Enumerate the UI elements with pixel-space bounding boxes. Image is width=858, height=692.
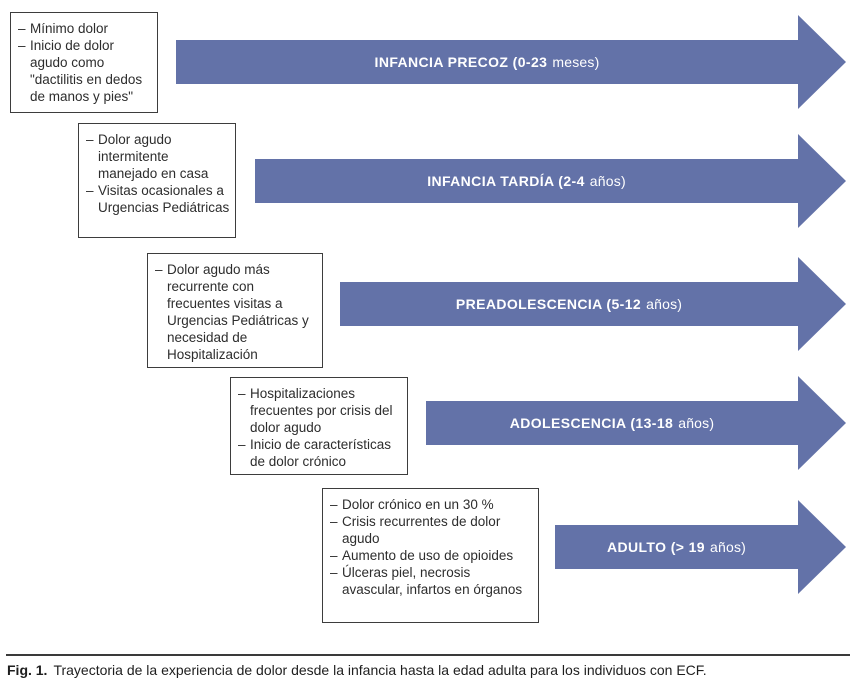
stage-label-main: INFANCIA TARDÍA (2-4 [427,173,585,189]
bullet-item: –Crisis recurrentes de dolor agudo [330,513,534,547]
bullet-item: –Dolor crónico en un 30 % [330,496,534,513]
bullet-item: –Visitas ocasionales a Urgencias Pediátr… [86,182,231,216]
bullet-dash: – [330,497,338,512]
stage-1-arrow [176,15,846,109]
bullet-text: Mínimo dolor [30,21,109,36]
bullet-dash: – [155,262,163,277]
bullet-item: –Mínimo dolor [18,20,153,37]
stage-4-notes-box: –Hospitalizaciones frecuentes por crisis… [230,377,408,475]
stage-label-main: PREADOLESCENCIA (5-12 [455,296,642,312]
stage-label-unit: años) [646,296,683,312]
bullet-dash: – [238,386,246,401]
bullet-text: Hospitalizaciones frecuentes por crisis … [250,386,393,435]
caption-text: Trayectoria de la experiencia de dolor d… [53,662,707,678]
stage-label-unit: años) [710,539,747,555]
bullet-item: –Dolor agudo intermitente manejado en ca… [86,131,231,182]
stage-2-notes-box: –Dolor agudo intermitente manejado en ca… [78,123,236,238]
stage-5-arrow-label: ADULTO (> 19 años) [555,525,798,569]
bullet-item: –Aumento de uso de opioides [330,547,534,564]
bullet-text: Dolor agudo más recurrente con frecuente… [167,262,309,362]
stage-label-main: ADOLESCENCIA (13-18 [509,415,674,431]
bullet-item: –Hospitalizaciones frecuentes por crisis… [238,385,403,436]
stage-5-arrow [555,500,846,594]
stage-5-notes-box: –Dolor crónico en un 30 % –Crisis recurr… [322,488,539,623]
bullet-text: Aumento de uso de opioides [342,548,514,563]
bullet-text: Inicio de características de dolor cróni… [250,437,392,469]
bullet-text: Inicio de dolor agudo como "dactilitis e… [30,38,143,104]
bullet-dash: – [238,437,246,452]
bullet-text: Úlceras piel, necrosis avascular, infart… [342,565,523,597]
stage-label-main: INFANCIA PRECOZ (0-23 [374,54,548,70]
bullet-item: –Inicio de características de dolor crón… [238,436,403,470]
bullet-dash: – [86,183,94,198]
bullet-item: –Úlceras piel, necrosis avascular, infar… [330,564,534,598]
stage-label-unit: años) [678,415,715,431]
stage-3-notes-box: –Dolor agudo más recurrente con frecuent… [147,253,323,368]
bullet-text: Visitas ocasionales a Urgencias Pediátri… [98,183,230,215]
bullet-dash: – [330,514,338,529]
caption-label: Fig. 1. [7,662,48,678]
caption-rule [6,654,850,656]
stage-2-arrow [255,134,846,228]
stage-label-unit: meses) [552,54,600,70]
stage-1-notes-box: –Mínimo dolor –Inicio de dolor agudo com… [10,12,158,113]
bullet-dash: – [18,38,26,53]
stage-3-arrow [340,257,846,351]
figure-caption: Fig. 1. Trayectoria de la experiencia de … [7,661,847,680]
stage-label-main: ADULTO (> 19 [606,539,705,555]
bullet-text: Dolor agudo intermitente manejado en cas… [98,132,209,181]
bullet-dash: – [18,21,26,36]
stage-label-unit: años) [589,173,626,189]
bullet-dash: – [330,548,338,563]
stage-4-arrow [426,376,846,470]
bullet-text: Crisis recurrentes de dolor agudo [342,514,501,546]
bullet-item: –Inicio de dolor agudo como "dactilitis … [18,37,153,105]
bullet-item: –Dolor agudo más recurrente con frecuent… [155,261,318,363]
bullet-text: Dolor crónico en un 30 % [342,497,494,512]
bullet-dash: – [86,132,94,147]
bullet-dash: – [330,565,338,580]
